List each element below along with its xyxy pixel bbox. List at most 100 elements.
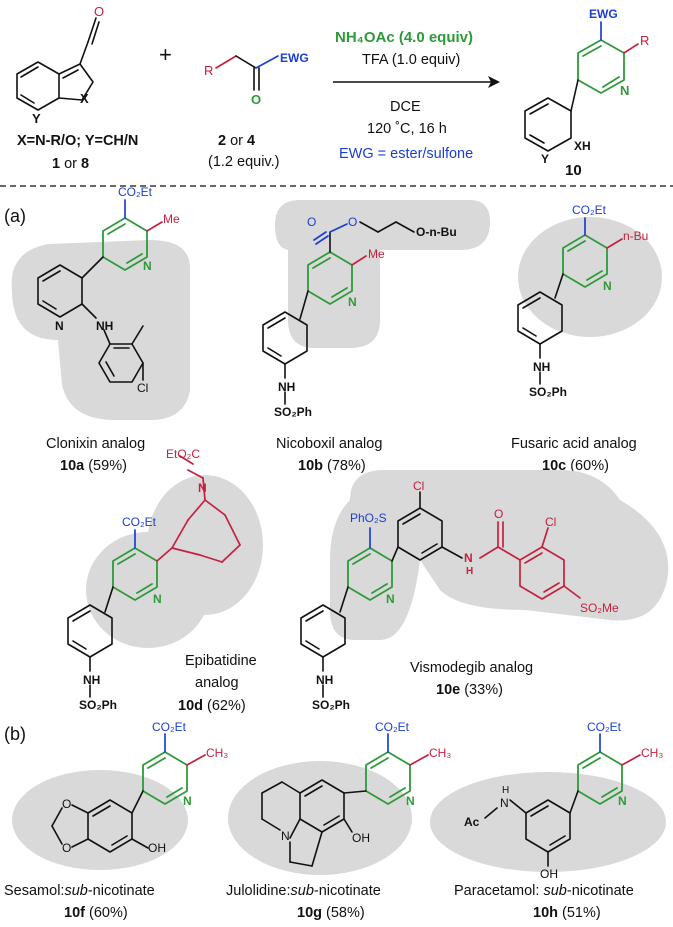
bond-line — [91, 21, 100, 45]
10b-so2ph: SO₂Ph — [274, 405, 312, 419]
bond-line — [389, 787, 406, 798]
10b-nh: NH — [278, 380, 295, 394]
10b-ester-o: O — [348, 215, 357, 229]
bond-line — [395, 221, 415, 233]
bond-line — [441, 546, 463, 559]
reactant-1-y: Y — [32, 111, 41, 126]
bond-line — [255, 55, 279, 69]
10g-pyridine-n: N — [406, 794, 415, 808]
bond-line — [479, 546, 499, 559]
bond-line — [126, 253, 143, 264]
10e-id-yield: 10e (33%) — [436, 682, 503, 698]
compound-10h-structure — [430, 733, 666, 872]
reactant-1-structure: O — [16, 4, 104, 111]
10h-pyridine-n: N — [618, 794, 627, 808]
condition-solvent: DCE — [390, 99, 421, 115]
bond-line — [569, 790, 579, 814]
10a-co2et: CO₂Et — [118, 185, 153, 199]
bond-line — [623, 43, 639, 54]
bond-line — [586, 270, 603, 281]
condition-ewg-note: EWG = ester/sulfone — [339, 146, 473, 162]
bond-line — [430, 772, 666, 872]
10e-nh: NH — [316, 673, 333, 687]
reactant-2-o: O — [251, 92, 261, 107]
bond-line — [339, 586, 349, 613]
bond-line — [606, 238, 623, 249]
bond-line — [391, 546, 399, 562]
aldehyde-o-label: O — [94, 4, 104, 19]
compound-10f-structure — [12, 733, 206, 870]
bond-line — [51, 825, 63, 845]
bond-line — [261, 781, 283, 794]
product-ewg: EWG — [589, 7, 618, 21]
bond-line — [602, 76, 620, 88]
10b-carbonyl-o: O — [307, 215, 316, 229]
bond-line — [186, 754, 206, 766]
10e-cl-1: Cl — [413, 479, 424, 493]
bond-line — [397, 507, 443, 561]
10d-so2ph: SO₂Ph — [79, 698, 117, 712]
bond-line — [171, 547, 201, 556]
bond-line — [20, 94, 35, 104]
10b-me: Me — [368, 247, 385, 261]
10d-name-line1: Epibatidine — [185, 653, 257, 669]
bond-line — [582, 45, 602, 57]
10f-co2et: CO₂Et — [152, 720, 187, 734]
bond-line — [131, 838, 149, 849]
10d-co2et: CO₂Et — [122, 515, 157, 529]
bond-line — [156, 547, 173, 562]
10f-id-yield: 10f (60%) — [64, 905, 128, 921]
bond-line — [281, 781, 301, 794]
bond-line — [352, 553, 371, 565]
bond-line — [103, 329, 111, 345]
reactant-1-label: 1 or 8 — [52, 156, 89, 172]
bond-line — [518, 217, 662, 337]
bond-line — [522, 297, 541, 309]
10c-name: Fusaric acid analog — [511, 436, 637, 452]
10a-pyridine-n: N — [143, 259, 152, 273]
10d-id-yield: 10d (62%) — [178, 698, 246, 714]
bond-line — [12, 770, 188, 870]
10g-n: N — [281, 829, 290, 843]
compound-10e-structure — [300, 470, 669, 698]
bond-line — [299, 290, 309, 320]
10d-nh: NH — [83, 673, 100, 687]
bond-line — [267, 347, 282, 357]
bond-line — [315, 235, 329, 245]
bond-line — [104, 586, 114, 613]
10g-ch3: CH₃ — [429, 746, 451, 760]
bond-line — [228, 761, 412, 875]
bond-line — [304, 785, 323, 797]
section-b-label: (b) — [4, 724, 26, 744]
bond-line — [543, 582, 560, 593]
10e-amide-o: O — [494, 507, 503, 521]
compound-10a-structure — [11, 199, 190, 420]
bond-line — [570, 79, 579, 112]
bond-line — [522, 327, 537, 337]
10f-o-2: O — [62, 841, 71, 855]
bond-line — [370, 757, 389, 769]
bond-line — [179, 455, 194, 465]
bond-line — [563, 585, 581, 599]
bond-line — [275, 200, 490, 348]
bond-line — [289, 861, 313, 867]
reactant-2-structure: R EWG O — [204, 51, 309, 107]
bond-line — [58, 63, 94, 101]
10a-cl: Cl — [137, 381, 148, 395]
bond-line — [497, 546, 521, 561]
10h-id-yield: 10h (51%) — [533, 905, 601, 921]
bond-line — [79, 41, 89, 65]
10d-bridge-n: N — [198, 481, 207, 495]
bond-line — [117, 553, 136, 565]
bond-line — [131, 325, 144, 345]
bond-line — [235, 55, 257, 69]
10d-pyridine-n: N — [153, 592, 162, 606]
10b-id-yield: 10b (78%) — [298, 458, 366, 474]
reactant-2-ewg: EWG — [280, 51, 309, 65]
section-a-label: (a) — [4, 206, 26, 226]
10a-name: Clonixin analog — [46, 436, 145, 452]
bond-line — [305, 640, 320, 650]
bond-line — [202, 477, 206, 501]
bond-line — [20, 66, 39, 78]
